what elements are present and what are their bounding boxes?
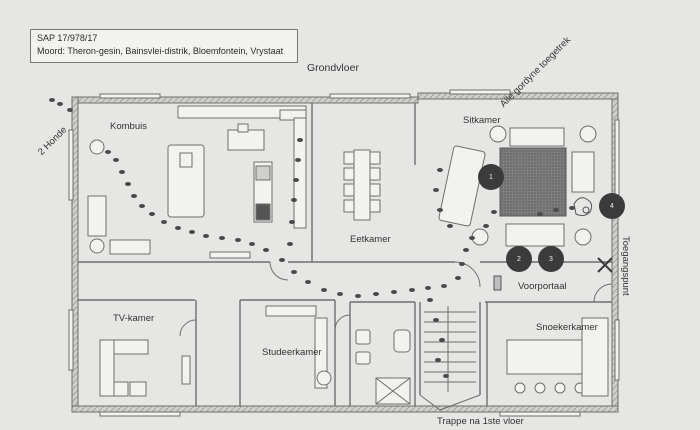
case-number: SAP 17/978/17 (37, 33, 98, 43)
hall-object (493, 275, 502, 291)
lounge-carpet (499, 147, 567, 217)
room-label-voorportaal: Voorportaal (518, 281, 567, 292)
windows (68, 89, 620, 417)
room-label-eetkamer: Eetkamer (350, 234, 391, 245)
bathroom-fixtures (355, 329, 411, 405)
case-info-box: SAP 17/978/17 Moord: Theron-gesin, Bains… (30, 29, 298, 63)
room-label-studeerkamer: Studeerkamer (262, 347, 322, 358)
outer-walls (71, 92, 619, 413)
evidence-marker-4: 4 (599, 193, 625, 219)
stairs (419, 306, 481, 411)
evidence-marker-3: 3 (538, 246, 564, 272)
study-furniture (265, 305, 332, 389)
footprints-trail (49, 98, 575, 378)
kitchen-units (87, 105, 307, 259)
room-label-tv-kamer: TV-kamer (113, 313, 155, 324)
evidence-marker-2: 2 (506, 246, 532, 272)
victim-outline (573, 197, 593, 217)
annotation-stairs: Trappe na 1ste vloer (437, 416, 524, 427)
room-label-snoekerkamer: Snoekerkamer (536, 322, 598, 333)
evidence-marker-1: 1 (478, 164, 504, 190)
annotation-entry-point: Toegangspunt (620, 236, 631, 296)
lounge-furniture (438, 125, 597, 247)
snooker-table (506, 317, 609, 397)
case-incident: Moord: Theron-gesin, Bainsvlei-distrik, … (37, 46, 284, 56)
tv-room-couch (99, 339, 191, 397)
interior-walls (78, 103, 612, 406)
entry-point-mark (597, 257, 613, 273)
dining-table (343, 149, 381, 221)
doors (179, 261, 613, 337)
floor-title: Grondvloer (307, 62, 359, 74)
room-label-sitkamer: Sitkamer (463, 115, 501, 126)
room-label-kombuis: Kombuis (110, 121, 147, 132)
